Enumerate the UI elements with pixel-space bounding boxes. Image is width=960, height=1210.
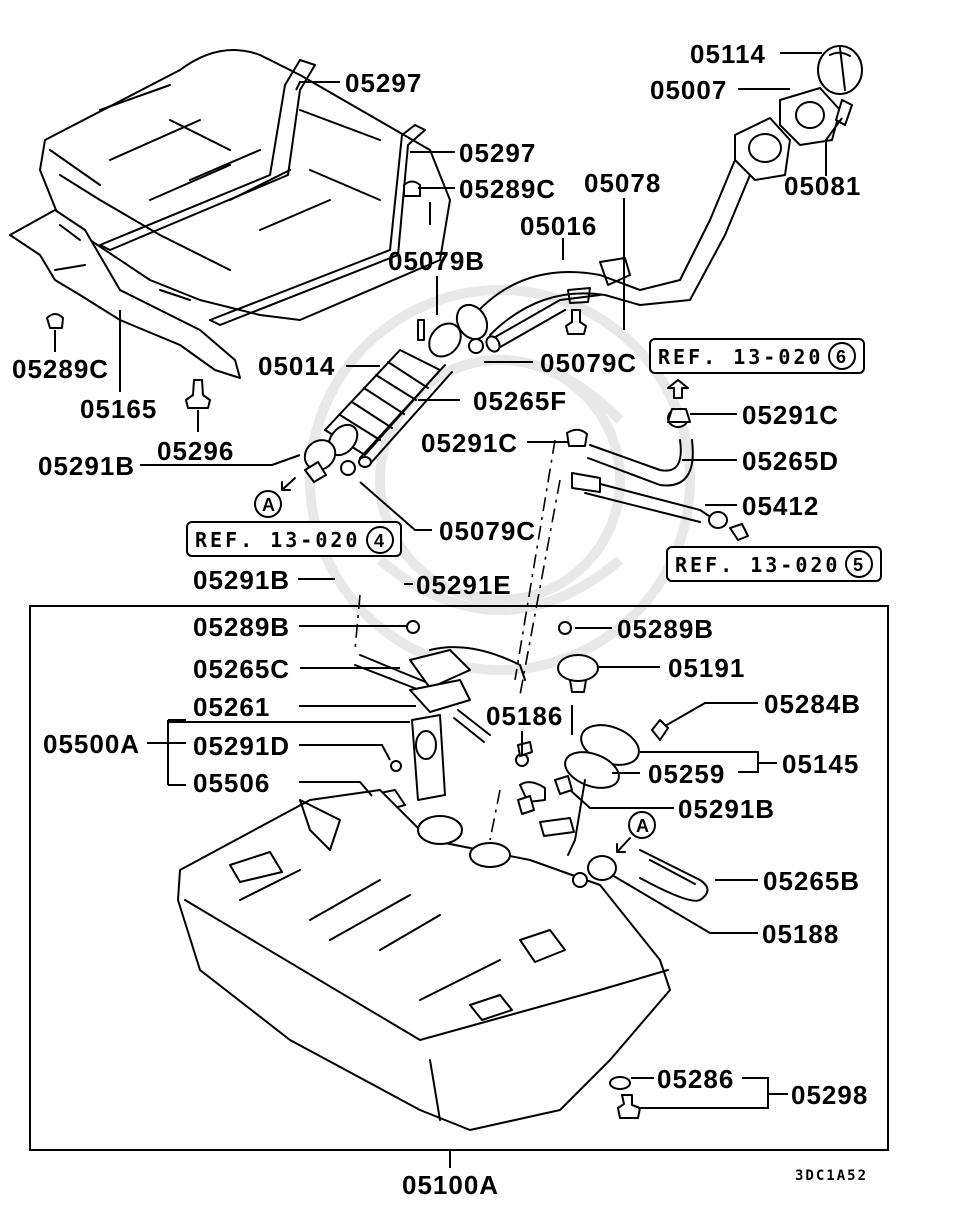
label-05145[interactable]: 05145 [782, 749, 859, 779]
part-labels: 05114 05007 05081 05297 05297 05289C 050… [12, 39, 868, 1200]
ref-circle-5: 5 [853, 555, 863, 575]
filler-neck-illustration [455, 45, 863, 353]
sender-unit-illustration [515, 654, 709, 902]
label-05165[interactable]: 05165 [80, 394, 157, 424]
label-05186[interactable]: 05186 [486, 701, 563, 731]
label-05298[interactable]: 05298 [791, 1080, 868, 1110]
label-05265c[interactable]: 05265C [193, 654, 290, 684]
label-05297-b[interactable]: 05297 [459, 138, 536, 168]
figure-code: 3DC1A52 [795, 1168, 868, 1184]
label-05079c-top[interactable]: 05079C [540, 348, 637, 378]
label-05014[interactable]: 05014 [258, 351, 335, 381]
label-05079b[interactable]: 05079B [388, 246, 485, 276]
watermark-emblem [305, 285, 695, 675]
label-05291c-mid[interactable]: 05291C [421, 428, 518, 458]
label-05412[interactable]: 05412 [742, 491, 819, 521]
connector-mark-a-upper: A [254, 477, 296, 518]
label-05016[interactable]: 05016 [520, 211, 597, 241]
label-05291b-ref[interactable]: 05291B [193, 565, 290, 595]
label-05079c-low[interactable]: 05079C [439, 516, 536, 546]
label-05100a[interactable]: 05100A [402, 1170, 499, 1200]
ref-box-5[interactable]: REF. 13-020 5 [666, 546, 882, 582]
ref-text-4: REF. 13-020 [195, 528, 360, 552]
svg-text:A: A [262, 495, 275, 515]
label-05291c-right[interactable]: 05291C [742, 400, 839, 430]
label-05291d[interactable]: 05291D [193, 731, 290, 761]
label-05284b[interactable]: 05284B [764, 689, 861, 719]
label-05259[interactable]: 05259 [648, 759, 725, 789]
svg-text:A: A [636, 816, 649, 836]
label-05286[interactable]: 05286 [657, 1064, 734, 1094]
dashed-guides [354, 439, 561, 841]
ref-text-6: REF. 13-020 [658, 345, 823, 369]
label-05188[interactable]: 05188 [762, 919, 839, 949]
label-05007[interactable]: 05007 [650, 75, 727, 105]
filler-hose-illustration [303, 319, 484, 483]
label-05291b-left[interactable]: 05291B [38, 451, 135, 481]
label-05297-a[interactable]: 05297 [345, 68, 422, 98]
label-05296[interactable]: 05296 [157, 436, 234, 466]
label-05289c-left[interactable]: 05289C [12, 354, 109, 384]
ref-circle-6: 6 [836, 347, 846, 367]
upper-tank-illustration [9, 49, 451, 409]
ref-circle-4: 4 [374, 531, 384, 551]
label-05500a[interactable]: 05500A [43, 729, 140, 759]
ref-box-4[interactable]: REF. 13-020 4 [186, 521, 402, 557]
vent-hoses-illustration [566, 379, 749, 541]
label-05191[interactable]: 05191 [668, 653, 745, 683]
label-05289b-left[interactable]: 05289B [193, 612, 290, 642]
label-05289c-top[interactable]: 05289C [459, 174, 556, 204]
label-05265b[interactable]: 05265B [763, 866, 860, 896]
label-05081[interactable]: 05081 [784, 171, 861, 201]
fuel-tank-illustration [177, 789, 671, 1131]
ref-box-6[interactable]: REF. 13-020 6 [649, 338, 865, 374]
label-05291e[interactable]: 05291E [416, 570, 512, 600]
label-05291b-box[interactable]: 05291B [678, 794, 775, 824]
assembly-box [29, 605, 889, 1151]
connector-mark-a-lower: A [616, 811, 656, 853]
label-05506[interactable]: 05506 [193, 768, 270, 798]
ref-text-5: REF. 13-020 [675, 553, 840, 577]
label-05261[interactable]: 05261 [193, 692, 270, 722]
label-05265d[interactable]: 05265D [742, 446, 839, 476]
label-05078[interactable]: 05078 [584, 168, 661, 198]
label-05265f[interactable]: 05265F [473, 386, 567, 416]
leader-lines [54, 52, 843, 1168]
label-05289b-right[interactable]: 05289B [617, 614, 714, 644]
label-05114[interactable]: 05114 [690, 39, 766, 69]
